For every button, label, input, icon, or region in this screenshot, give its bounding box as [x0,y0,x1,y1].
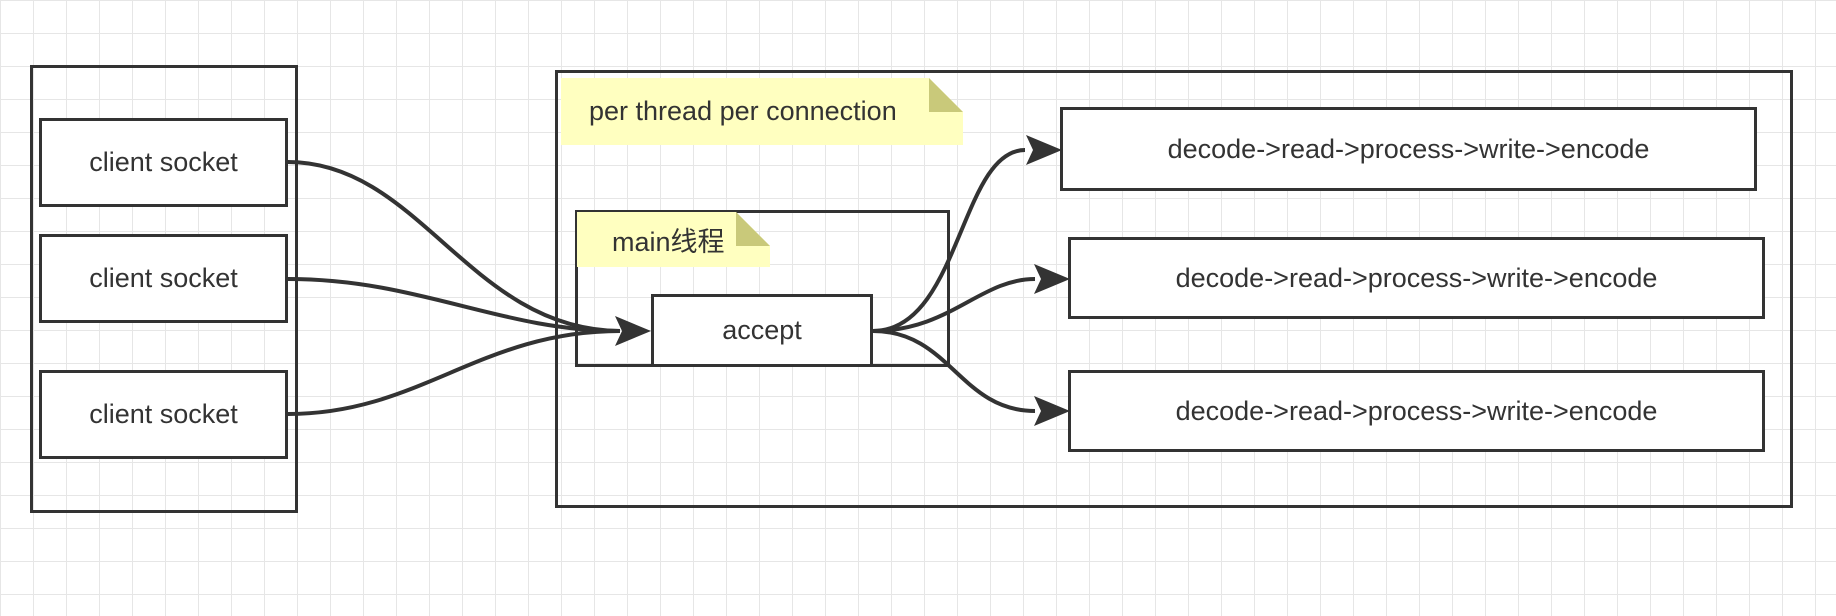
handler-box-2[interactable]: decode->read->process->write->encode [1068,237,1765,319]
client-socket-2[interactable]: client socket [39,234,288,323]
arrowhead-handler1 [1026,135,1062,165]
handler-box-3[interactable]: decode->read->process->write->encode [1068,370,1765,452]
accept-box[interactable]: accept [651,294,873,367]
arrowhead-accept [615,316,651,346]
client-group-frame [30,65,298,513]
arrowhead-handler3 [1034,396,1070,426]
client-socket-1[interactable]: client socket [39,118,288,207]
edge-accept-handler2 [872,277,1036,333]
edge-client3-accept [287,329,621,416]
arrowhead-handler2 [1034,264,1070,294]
per-thread-note: per thread per connection [561,78,963,145]
handler-box-1[interactable]: decode->read->process->write->encode [1060,107,1757,191]
edge-client1-accept [287,160,621,333]
server-group-frame [555,70,1793,508]
client-socket-3[interactable]: client socket [39,370,288,459]
edge-accept-handler3 [872,329,1036,413]
edge-client2-accept [287,277,621,333]
edge-accept-handler1 [872,148,1026,333]
